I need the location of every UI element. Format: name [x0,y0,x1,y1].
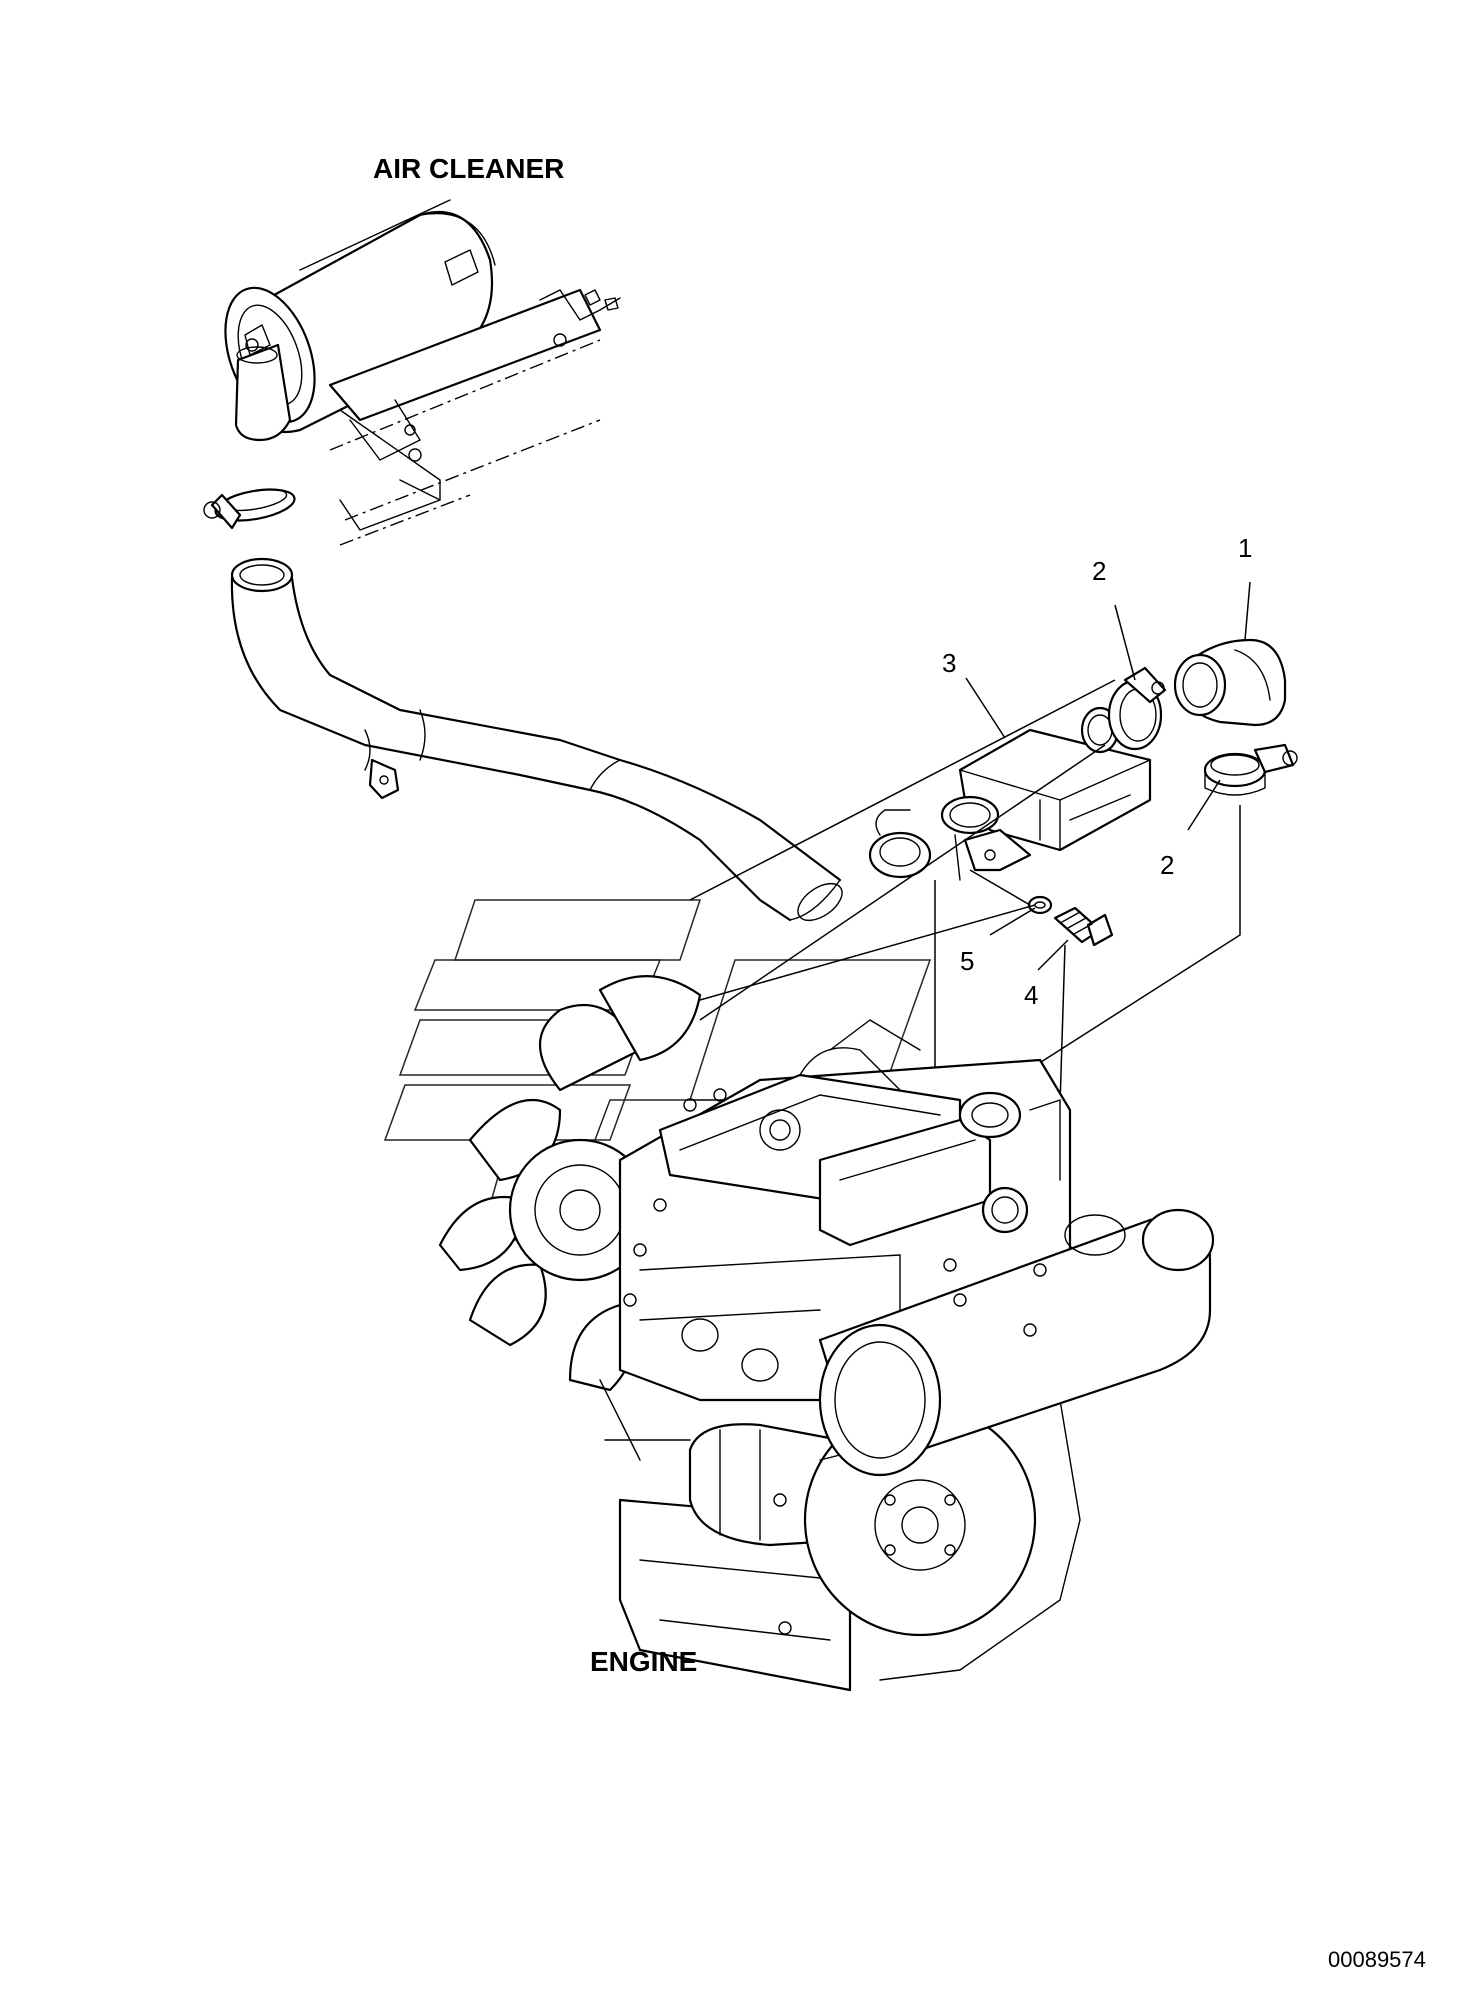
callout-2-bottom: 2 [1160,850,1175,880]
callout-5: 5 [960,946,975,976]
callout-leaders [965,581,1251,971]
part-4-bolt [1053,906,1114,947]
intake-hose [230,557,843,922]
part-3-intake-box [940,706,1152,881]
air-cleaner-label: AIR CLEANER [373,153,565,184]
part-1-rubber-elbow [1173,638,1287,727]
callout-4: 4 [1024,980,1039,1010]
hose-clamp-upper [203,488,296,530]
engine-label: ENGINE [590,1646,698,1677]
part-2-hose-clamp-top [1107,666,1167,751]
callout-1: 1 [1238,533,1253,563]
callout-3: 3 [942,648,957,678]
engine-illustration [438,975,1215,1692]
document-number: 00089574 [1328,1947,1426,1972]
part-2-hose-clamp-bottom [1203,743,1298,796]
hose-clamp-middle [868,809,932,879]
air-cleaner-illustration [224,199,621,546]
callout-2-top: 2 [1092,556,1107,586]
